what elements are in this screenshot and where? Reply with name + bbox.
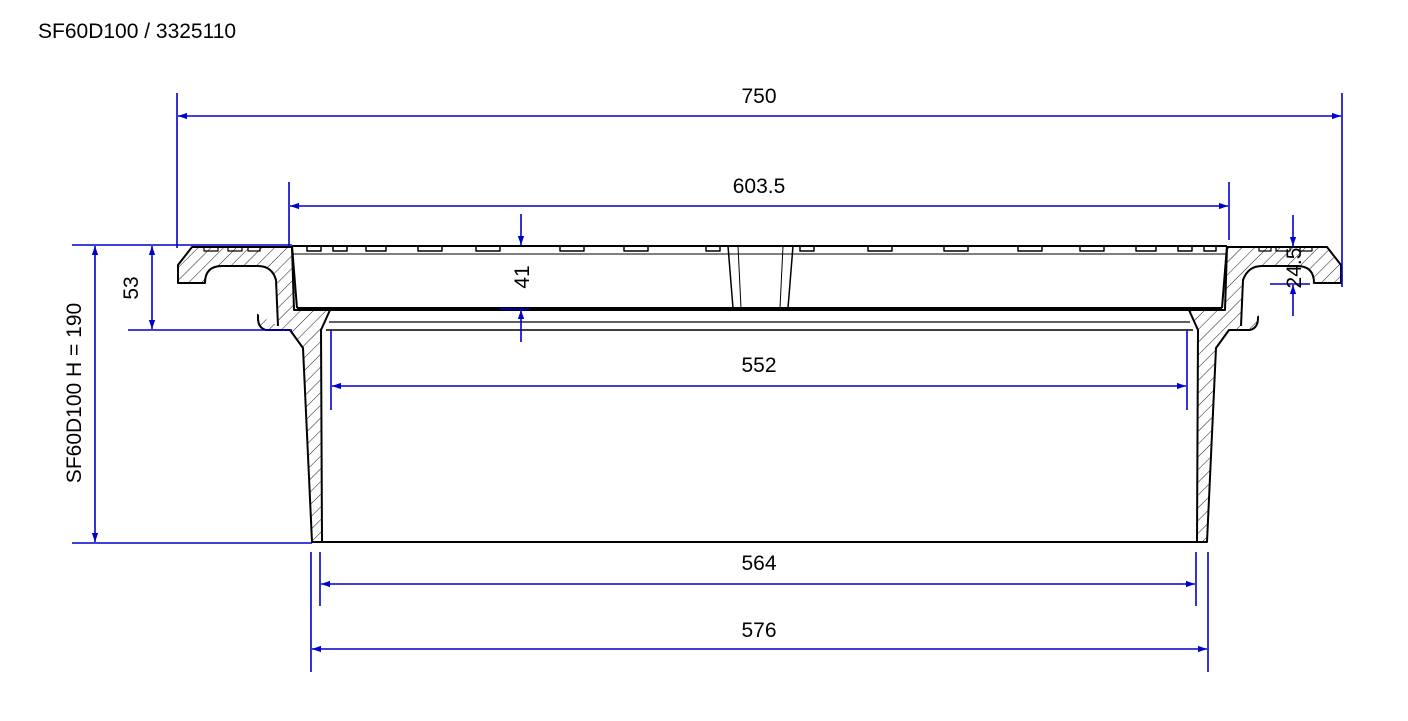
- label-552: 552: [741, 354, 776, 377]
- label-53: 53: [120, 276, 143, 299]
- grating-right-side: [1221, 245, 1228, 309]
- left-flange-detail: [203, 247, 261, 252]
- right-flange-pocket: [1240, 265, 1315, 327]
- dimension-lines: [72, 93, 1343, 672]
- grating-slots: [306, 246, 1217, 252]
- label-24-5: 24.5: [1283, 248, 1306, 289]
- left-flange-pocket: [204, 265, 279, 327]
- drawing-title: SF60D100 / 3325110: [38, 20, 237, 43]
- label-total-height: SF60D100 H = 190: [63, 303, 86, 483]
- label-564: 564: [741, 552, 776, 575]
- grating-left-side: [291, 245, 298, 309]
- center-rib: [727, 245, 794, 309]
- label-576: 576: [741, 619, 776, 642]
- frame-section: [177, 245, 1342, 543]
- dimension-labels: 750 603.5 41 552 564 576 53 SF60D100 H =…: [63, 85, 1306, 642]
- label-603-5: 603.5: [733, 175, 786, 198]
- label-750: 750: [741, 85, 776, 108]
- right-flange-detail: [1258, 247, 1313, 252]
- label-41: 41: [511, 265, 534, 288]
